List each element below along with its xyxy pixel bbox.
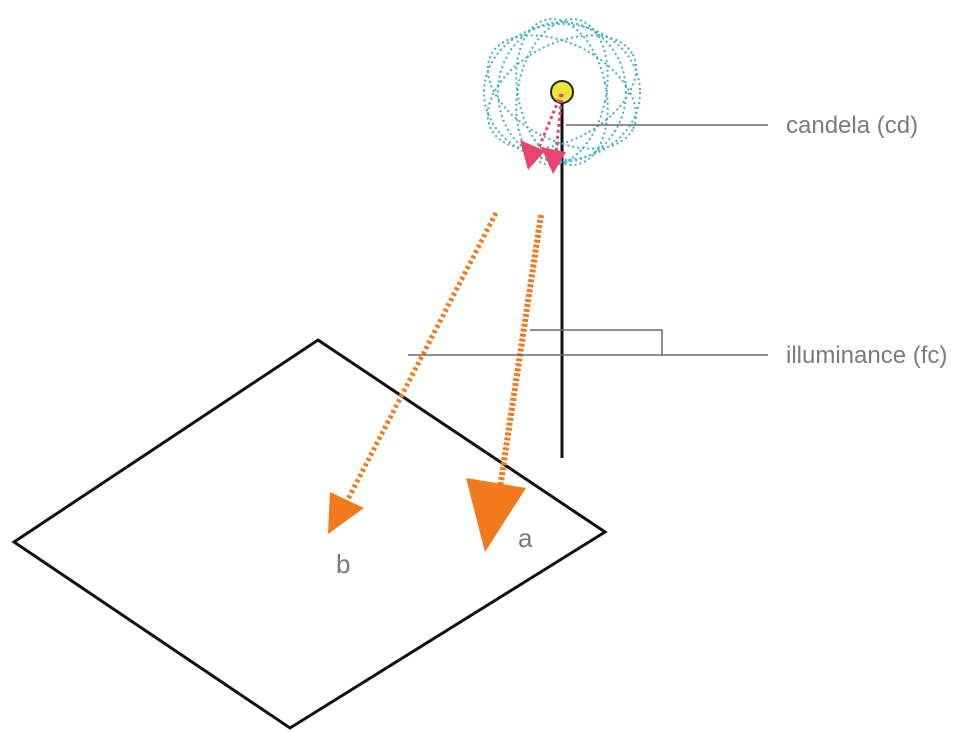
point-a-label: a (518, 523, 533, 553)
illuminance-arrow-b-shaft (342, 211, 499, 507)
illuminance-arrowhead-a (466, 478, 526, 552)
illuminance-label: illuminance (fc) (786, 342, 947, 369)
illuminance-arrowhead-b (328, 492, 364, 534)
illuminance-arrow-a-shaft (497, 214, 544, 489)
illuminance-arrows (328, 211, 544, 552)
emission-pattern (483, 18, 641, 166)
candela-arrowhead-left (520, 140, 545, 170)
illuminance-bracket (530, 329, 768, 356)
candela-label: candela (cd) (786, 112, 918, 139)
candela-arrows (520, 93, 566, 174)
leader-lines (408, 124, 768, 356)
light-source (550, 80, 574, 104)
candela-arrowhead-right (541, 147, 566, 174)
point-b-label: b (336, 549, 350, 579)
surface-plane (11, 338, 608, 730)
